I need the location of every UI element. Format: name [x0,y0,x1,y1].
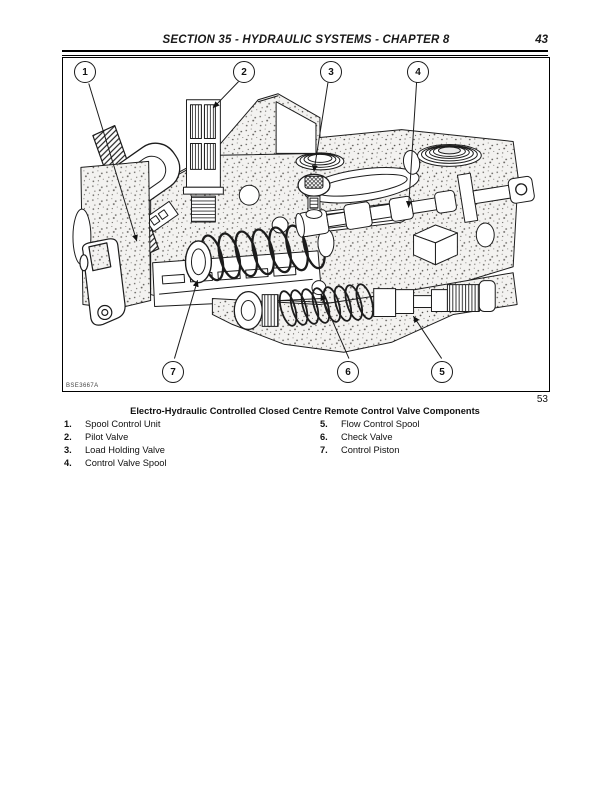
threaded-port-mid [295,152,345,171]
header-page-number: 43 [535,34,548,46]
legend-item-label: Spool Control Unit [85,419,161,429]
threaded-port-right [417,143,482,167]
figure-image-code: BSE3667A [66,383,99,389]
legend-item-label: Load Holding Valve [85,445,165,455]
header-rule [62,50,548,56]
legend-column-right: 5. Flow Control Spool 6. Check Valve 7. … [320,418,420,457]
legend-column-left: 1. Spool Control Unit 2. Pilot Valve 3. … [64,418,166,470]
header-title: SECTION 35 - HYDRAULIC SYSTEMS - CHAPTER… [162,34,450,46]
callout-3: 3 [320,61,342,83]
callout-5: 5 [431,361,453,383]
legend-item-label: Check Valve [341,432,393,442]
hydraulic-valve-diagram [72,81,535,359]
callout-leaders [88,81,442,359]
flow-control-spool [233,280,496,331]
legend-item-number: 6. [320,432,328,442]
legend-item: 6. Check Valve [320,431,420,444]
legend-item: 5. Flow Control Spool [320,418,420,431]
legend-item-number: 5. [320,419,328,429]
legend-item-label: Control Valve Spool [85,458,167,468]
figure-frame: 1 2 3 4 5 6 7 BSE3667A [62,57,550,392]
control-valve-spool [295,172,535,238]
figure-caption: Electro-Hydraulic Controlled Closed Cent… [130,406,480,416]
callout-6: 6 [337,361,359,383]
legend-item-number: 2. [64,432,72,442]
load-holding-valve [297,173,331,220]
legend-item-label: Flow Control Spool [341,419,420,429]
legend-item-number: 4. [64,458,72,468]
legend-item: 3. Load Holding Valve [64,444,166,457]
gable-housing [257,95,317,154]
legend-item-number: 7. [320,445,328,455]
callout-7: 7 [162,361,184,383]
legend-item: 2. Pilot Valve [64,431,166,444]
figure-number: 53 [536,394,548,405]
left-bracket-plate [79,238,126,326]
legend-item: 1. Spool Control Unit [64,418,166,431]
cube-block [413,224,458,266]
legend-item: 7. Control Piston [320,444,420,457]
callout-4: 4 [407,61,429,83]
legend-item-label: Pilot Valve [85,432,129,442]
callout-2: 2 [233,61,255,83]
legend-item: 4. Control Valve Spool [64,457,166,470]
callout-1: 1 [74,61,96,83]
legend-item-label: Control Piston [341,445,400,455]
legend-item-number: 1. [64,419,72,429]
legend-item-number: 3. [64,445,72,455]
pilot-valve [183,99,224,223]
